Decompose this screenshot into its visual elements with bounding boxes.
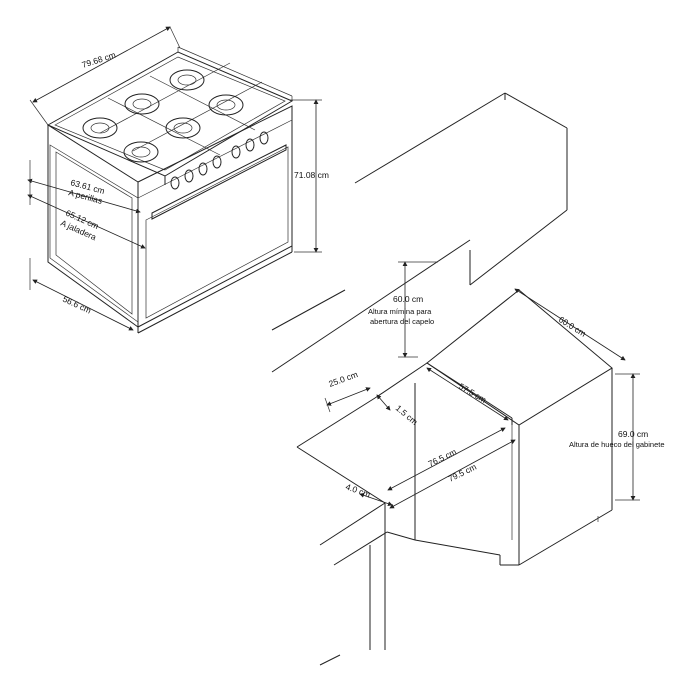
burner-icon — [165, 117, 201, 139]
knob-icon — [231, 145, 241, 159]
upper-cabinet-drawing — [271, 92, 568, 373]
stove-dimensions — [27, 26, 322, 331]
hood-clearance-value: 60.0 cm — [393, 294, 423, 304]
cabinet-height-caption: Altura de hueco del gabinete — [569, 440, 665, 449]
knob-icon — [170, 176, 180, 190]
burner-icon — [82, 117, 118, 139]
knob-icon — [198, 162, 208, 176]
cabinet-height-value: 69.0 cm — [618, 429, 648, 439]
burner-icon — [123, 141, 159, 163]
opening-depth-label: 57.5 cm — [457, 381, 488, 405]
knob-icon — [259, 131, 269, 145]
hood-clearance-line1: Altura mímina para — [368, 307, 432, 316]
knob-icon — [212, 155, 222, 169]
inner-width-label: 76.5 cm — [426, 447, 458, 469]
side-depth-label: 25.0 cm — [327, 369, 359, 389]
outer-width-label: 79.5 cm — [446, 462, 478, 484]
front-offset-label: 4.0 cm — [344, 481, 371, 499]
knob-icon — [184, 169, 194, 183]
stove-height-label: 71.08 cm — [294, 170, 329, 180]
burner-icon — [208, 94, 244, 116]
stove-width-label: 79.68 cm — [81, 50, 117, 70]
knob-icon — [245, 138, 255, 152]
hood-clearance-line2: abertura del capelo — [370, 317, 434, 326]
cabinet-dimensions — [324, 261, 640, 509]
side-gap-label: 1.5 cm — [394, 403, 420, 427]
stove-depth-label: 56.6 cm — [61, 294, 93, 316]
